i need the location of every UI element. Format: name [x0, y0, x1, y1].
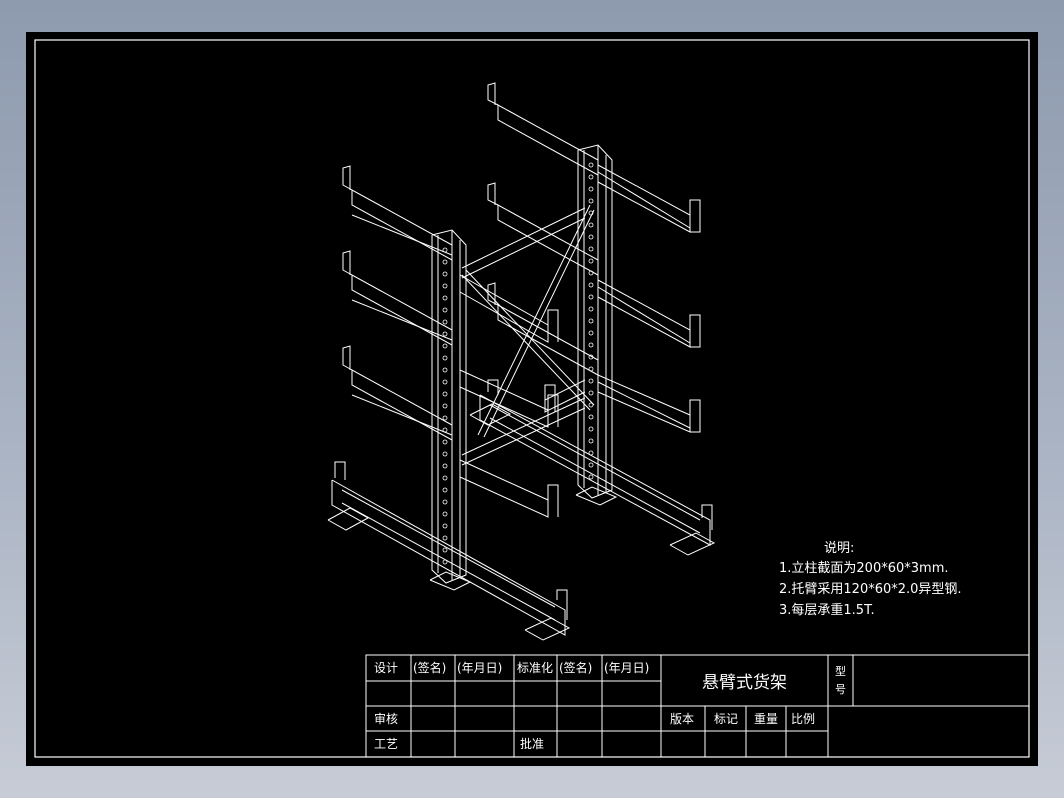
column-hole	[442, 451, 448, 457]
title-block-text: 设计 (签名) (年月日) 标准化 (签名) (年月日) 审核 工艺 批准 悬臂…	[374, 660, 846, 751]
tb-process: 工艺	[374, 737, 398, 751]
tb-approve: 批准	[520, 736, 544, 751]
column-hole	[442, 475, 448, 481]
column-hole	[442, 391, 448, 397]
tb-review: 审核	[374, 711, 398, 726]
column-hole	[588, 366, 594, 372]
tb-date-2: (年月日)	[604, 661, 649, 675]
back-base-beam	[469, 379, 716, 556]
column-hole	[442, 499, 448, 505]
column-hole	[588, 402, 594, 408]
note-item-1: 1.立柱截面为200*60*3mm.	[779, 561, 949, 576]
tb-standardize: 标准化	[517, 661, 553, 675]
tb-mark: 标记	[714, 712, 738, 726]
tb-weight: 重量	[754, 712, 778, 726]
column-hole	[588, 258, 594, 264]
front-arms	[342, 165, 559, 518]
drawing-title: 悬臂式货架	[702, 673, 787, 693]
column-hole	[442, 259, 448, 265]
column-hole	[442, 379, 448, 385]
title-block	[365, 654, 1030, 758]
column-hole	[588, 414, 594, 420]
tb-sign-1: (签名)	[413, 660, 446, 675]
column-hole	[588, 270, 594, 276]
back-arms	[487, 82, 701, 433]
cad-viewport[interactable]: 说明: 1.立柱截面为200*60*3mm. 2.托臂采用120*60*2.0异…	[26, 32, 1038, 766]
column-hole	[588, 246, 594, 252]
tb-version: 版本	[670, 712, 694, 726]
column-hole	[442, 367, 448, 373]
cantilever-rack-illustration	[327, 82, 716, 641]
column-hole	[442, 307, 448, 313]
column-hole	[588, 198, 594, 204]
column-hole	[442, 559, 448, 565]
column-hole	[442, 463, 448, 469]
column-hole	[442, 403, 448, 409]
column-hole	[442, 331, 448, 337]
column-hole	[442, 487, 448, 493]
column-hole	[588, 354, 594, 360]
tb-date-1: (年月日)	[457, 661, 502, 675]
column-hole	[442, 523, 448, 529]
column-hole	[588, 330, 594, 336]
column-hole	[442, 247, 448, 253]
column-hole	[442, 343, 448, 349]
column-hole	[588, 450, 594, 456]
column-hole	[588, 390, 594, 396]
column-hole	[588, 462, 594, 468]
column-hole	[442, 271, 448, 277]
column-hole	[442, 427, 448, 433]
cross-bracing	[461, 204, 595, 466]
front-column	[429, 229, 472, 591]
column-hole	[442, 355, 448, 361]
note-item-2: 2.托臂采用120*60*2.0异型钢.	[779, 582, 962, 597]
notes-block: 说明: 1.立柱截面为200*60*3mm. 2.托臂采用120*60*2.0异…	[779, 541, 962, 618]
tb-sign-2: (签名)	[559, 660, 592, 675]
column-hole	[588, 438, 594, 444]
column-hole	[588, 474, 594, 480]
column-hole	[442, 511, 448, 517]
column-hole	[442, 547, 448, 553]
column-hole	[588, 294, 594, 300]
note-item-3: 3.每层承重1.5T.	[779, 602, 875, 618]
column-hole	[588, 318, 594, 324]
column-hole	[588, 234, 594, 240]
column-hole-pattern	[442, 162, 594, 565]
tb-scale: 比例	[791, 712, 815, 726]
front-base-beam	[327, 461, 571, 641]
column-hole	[588, 342, 594, 348]
tb-model-2: 号	[835, 683, 846, 696]
column-hole	[442, 439, 448, 445]
column-hole	[442, 283, 448, 289]
column-hole	[588, 282, 594, 288]
cad-drawing: 说明: 1.立柱截面为200*60*3mm. 2.托臂采用120*60*2.0异…	[34, 39, 1030, 758]
tb-model-1: 型	[835, 664, 846, 678]
column-hole	[588, 222, 594, 228]
column-hole	[588, 186, 594, 192]
notes-heading: 说明:	[824, 541, 854, 556]
column-hole	[588, 426, 594, 432]
column-hole	[442, 535, 448, 541]
column-hole	[442, 415, 448, 421]
column-hole	[442, 295, 448, 301]
tb-design: 设计	[374, 661, 398, 675]
drawing-border	[34, 39, 1030, 758]
column-hole	[588, 174, 594, 180]
column-hole	[442, 319, 448, 325]
column-hole	[588, 306, 594, 312]
column-hole	[588, 162, 594, 168]
column-hole	[588, 210, 594, 216]
back-column	[575, 144, 618, 506]
column-hole	[588, 378, 594, 384]
